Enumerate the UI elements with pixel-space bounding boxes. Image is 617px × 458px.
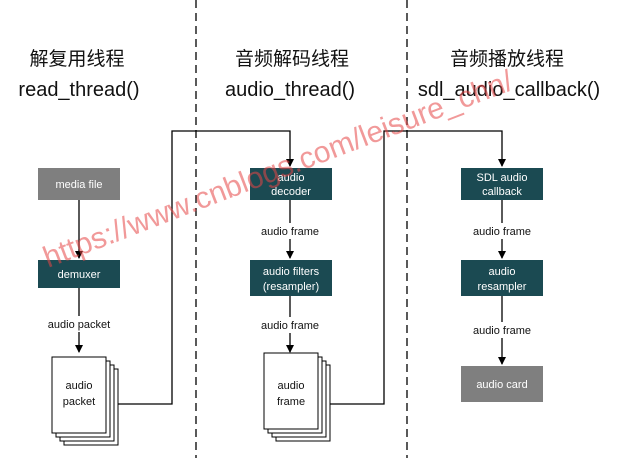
column-3-func: sdl_audio_callback() [418, 79, 600, 101]
audio-filters-label-line1: audio filters [263, 266, 320, 278]
audio-packet-stack [51, 356, 119, 446]
audio-packet-stack-line2: packet [63, 396, 95, 408]
audio-decoder-label-line2: decoder [271, 186, 311, 198]
connector-packet-to-decoder [118, 130, 294, 405]
demuxer-label: demuxer [58, 269, 101, 281]
demuxer-block [38, 260, 120, 288]
connector-frame-to-callback [330, 130, 506, 405]
audio-frame-stack-line2: frame [277, 396, 305, 408]
edge-label-audio-frame-2: audio frame [261, 320, 319, 332]
media-file-label: media file [55, 179, 102, 191]
edge-label-bg-packet [40, 316, 118, 332]
audio-decoder-label-line1: audio [278, 172, 305, 184]
audio-card-label: audio card [476, 379, 527, 391]
edge-label-bg-frame-3 [466, 223, 538, 239]
edge-label-bg-frame-1 [254, 223, 326, 239]
audio-packet-stack-line1: audio [66, 380, 93, 392]
edge-label-audio-packet: audio packet [48, 319, 110, 331]
column-1-func: read_thread() [18, 79, 139, 101]
edge-label-audio-frame-4: audio frame [473, 325, 531, 337]
audio-filters-label-line2: (resampler) [263, 281, 319, 293]
edge-label-bg-frame-2 [254, 317, 326, 333]
edge-label-audio-frame-3: audio frame [473, 226, 531, 238]
column-2-title: 音频解码线程 [235, 48, 349, 70]
column-1-title: 解复用线程 [29, 48, 124, 70]
edge-label-bg-frame-4 [466, 322, 538, 338]
audio-resampler-label-line2: resampler [478, 281, 527, 293]
audio-frame-stack-line1: audio [278, 380, 305, 392]
sdl-callback-block [461, 168, 543, 200]
sdl-callback-label-line2: callback [482, 186, 522, 198]
column-2-func: audio_thread() [225, 79, 355, 101]
edge-label-audio-frame-1: audio frame [261, 226, 319, 238]
media-file-block [38, 168, 120, 200]
audio-resampler-block [461, 260, 543, 296]
column-3-title: 音频播放线程 [450, 48, 564, 70]
audio-frame-stack [263, 352, 331, 442]
audio-card-block [461, 366, 543, 402]
audio-resampler-label-line1: audio [489, 266, 516, 278]
sdl-callback-label-line1: SDL audio [477, 172, 528, 184]
audio-filters-block [250, 260, 332, 296]
audio-decoder-block [250, 168, 332, 200]
